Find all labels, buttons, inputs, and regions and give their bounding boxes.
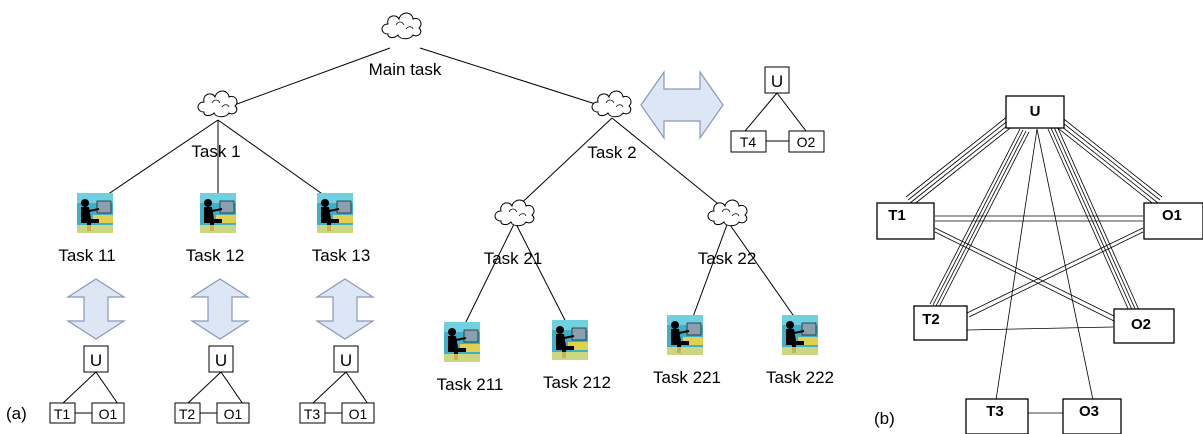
triad-left-label: T3 [304, 406, 321, 422]
node-O2: O2 [1113, 308, 1175, 344]
node-O3: O3 [1062, 398, 1122, 434]
graph-edges [905, 115, 1163, 414]
main-task-node: Main task [369, 12, 442, 79]
node-T2-label: T2 [922, 311, 940, 328]
cloud-icon [197, 90, 238, 118]
task-11-node: Task 11 [58, 192, 116, 265]
triad-top-label: U [90, 351, 102, 370]
graph-nodes: U T1 O1 T2 O2 T3 O3 [876, 95, 1203, 434]
vertical-double-arrow-1 [65, 278, 127, 340]
cloud-icon [494, 199, 535, 227]
cloud-icon [707, 199, 748, 227]
person-at-computer-icon [781, 314, 819, 356]
person-at-computer-icon [199, 192, 237, 234]
triad-left-label: T1 [54, 406, 71, 422]
triad-right-label: O1 [224, 406, 243, 422]
node-T3-label: T3 [986, 403, 1004, 420]
node-O1: O1 [1143, 202, 1203, 240]
vertical-double-arrow-2 [189, 278, 251, 340]
person-at-computer-icon [443, 321, 481, 363]
task-12-label: Task 12 [186, 246, 245, 265]
node-T1: T1 [876, 202, 935, 240]
triad-right-label: O1 [349, 406, 368, 422]
horizontal-double-arrow [640, 70, 724, 140]
triad-left-label: T4 [740, 134, 757, 150]
node-T3: T3 [965, 398, 1029, 434]
triad-2: U T2 O1 [174, 345, 250, 424]
task-11-label: Task 11 [58, 246, 115, 265]
task-22-node: Task 22 [698, 199, 757, 268]
panel-b-caption: (b) [874, 409, 895, 428]
cloud-icon [591, 90, 632, 118]
task-211-label: Task 211 [437, 375, 504, 394]
vertical-double-arrow-3 [314, 278, 376, 340]
task-13-node: Task 13 [312, 192, 371, 265]
node-U-label: U [1030, 103, 1041, 120]
task-12-node: Task 12 [186, 192, 245, 265]
task-21-node: Task 21 [484, 199, 543, 268]
task-13-label: Task 13 [312, 246, 371, 265]
triad-top-label: U [215, 351, 227, 370]
person-at-computer-icon [316, 192, 354, 234]
cloud-icon [381, 12, 422, 40]
task-22-label: Task 22 [698, 249, 757, 268]
task-211-node: Task 211 [437, 321, 504, 394]
node-T1-label: T1 [888, 207, 906, 224]
node-T2: T2 [913, 305, 968, 341]
task-222-node: Task 222 [766, 314, 834, 387]
task-2-label: Task 2 [587, 143, 636, 162]
triad-top-label: U [771, 72, 783, 91]
triad-4: U T4 O2 [730, 66, 825, 153]
triad-left-label: T2 [179, 406, 196, 422]
triad-right-label: O2 [797, 134, 816, 150]
task-21-label: Task 21 [484, 249, 543, 268]
task-222-label: Task 222 [766, 368, 834, 387]
triad-1: U T1 O1 [49, 345, 125, 424]
task-221-label: Task 221 [653, 368, 721, 387]
triad-top-label: U [340, 351, 352, 370]
node-U: U [1005, 95, 1065, 129]
task-2-node: Task 2 [587, 90, 637, 162]
triad-right-label: O1 [99, 406, 118, 422]
node-O1-label: O1 [1162, 207, 1182, 224]
node-O3-label: O3 [1079, 403, 1099, 420]
person-at-computer-icon [76, 192, 114, 234]
person-at-computer-icon [666, 314, 704, 356]
task-221-node: Task 221 [653, 314, 721, 387]
tree-edges [94, 47, 801, 331]
person-at-computer-icon [551, 319, 589, 361]
task-212-label: Task 212 [543, 373, 611, 392]
task-1-node: Task 1 [191, 90, 241, 161]
node-O2-label: O2 [1131, 316, 1151, 333]
task-212-node: Task 212 [543, 319, 611, 392]
main-task-label: Main task [369, 60, 442, 79]
panel-a-caption: (a) [6, 404, 27, 423]
triad-3: U T3 O1 [299, 345, 375, 424]
task-1-label: Task 1 [191, 142, 240, 161]
